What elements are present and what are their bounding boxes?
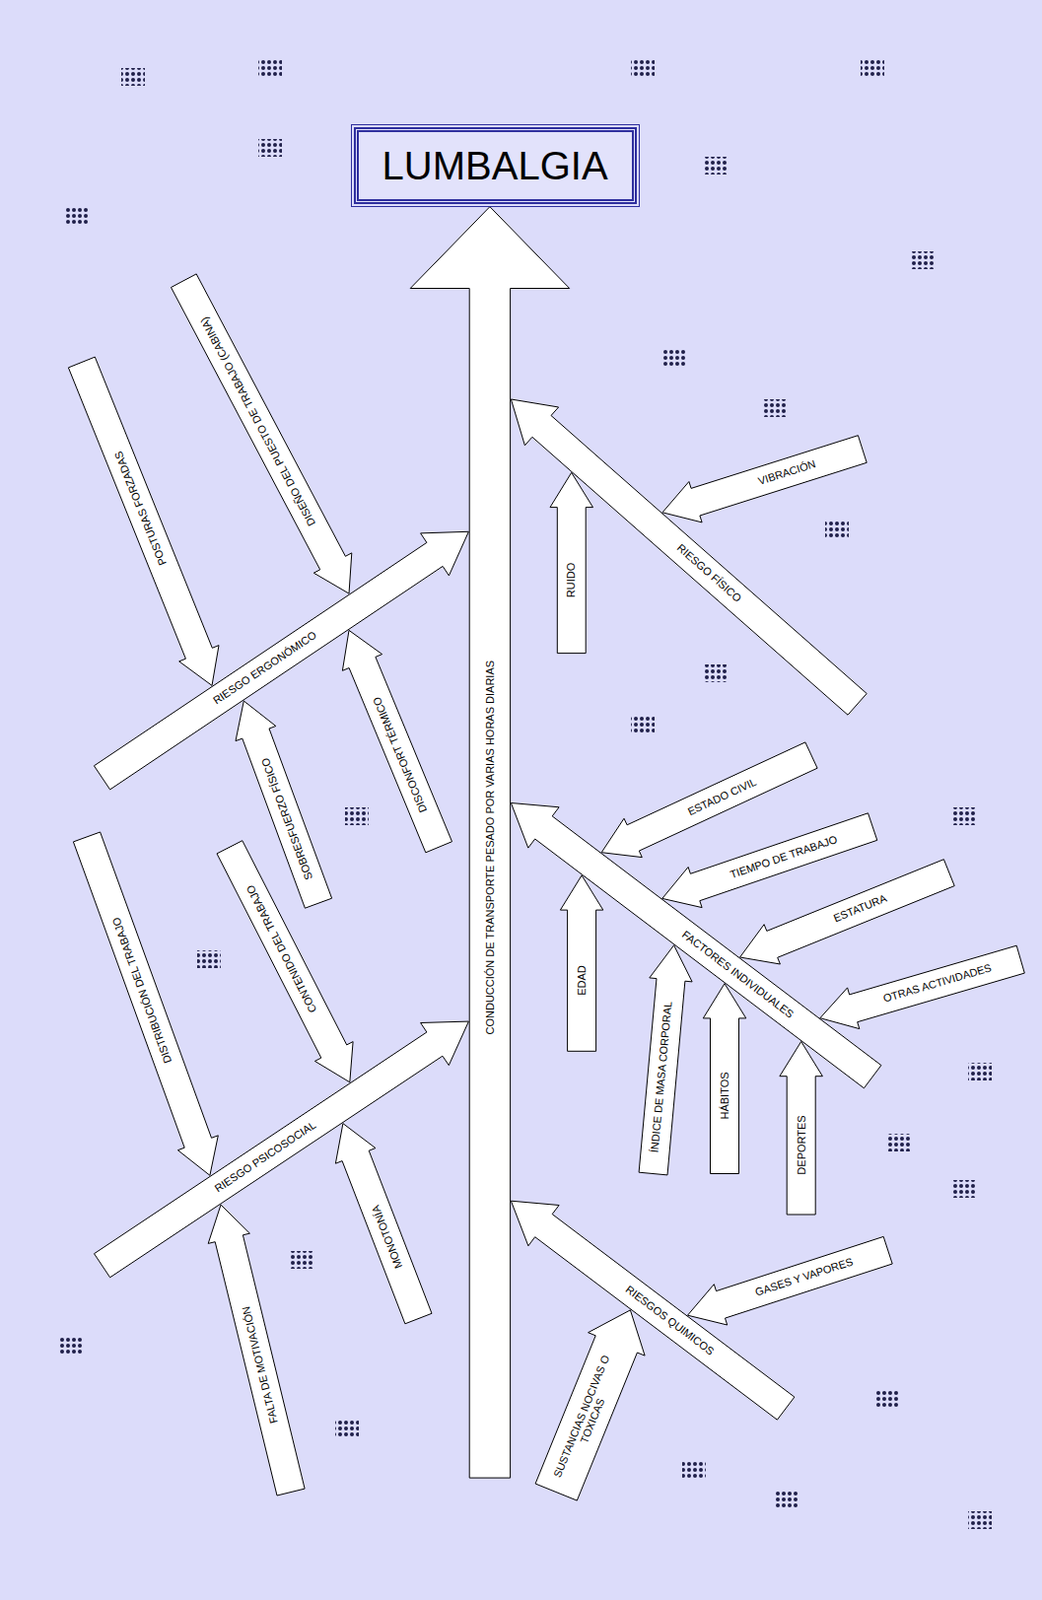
cause-arrow-label: HÁBITOS	[712, 1068, 738, 1124]
cause-arrow-label: MONOTONÍA	[361, 1197, 413, 1277]
cause-text: FALTA DE MOTIVACIÓN	[239, 1305, 279, 1425]
cause-text: RUIDO	[565, 562, 578, 598]
cause-text: MONOTONÍA	[369, 1203, 406, 1270]
arrow-connector	[208, 1204, 305, 1496]
cause-arrow-label: RIESGO PSICOSOCIAL	[205, 1111, 325, 1203]
arrow-connector	[342, 629, 452, 852]
arrow-connector	[601, 742, 818, 858]
cause-arrow-label: VIBRACIÓN	[751, 450, 824, 495]
effect-title-box: LUMBALGIA	[353, 127, 637, 205]
cause-text: ESTATURA	[832, 892, 889, 925]
arrow-connector	[510, 803, 882, 1089]
arrow-connector	[94, 1021, 470, 1278]
cause-text: VIBRACIÓN	[757, 458, 818, 488]
cause-arrow-label: RIESGOS QUIMICOS	[616, 1275, 723, 1365]
cause-text: RIESGO ERGONÓMICO	[210, 629, 319, 708]
arrow-connector	[638, 945, 693, 1176]
cause-text: GASES Y VAPORES	[754, 1255, 855, 1299]
cause-arrow-label: ESTATURA	[826, 885, 896, 933]
arrow-connector	[559, 875, 603, 1051]
cause-arrow-label: EDAD	[569, 961, 595, 1000]
cause-text: OTRAS ACTIVIDADES	[881, 962, 992, 1005]
cause-arrow-label: RIESGO FÍSICO	[667, 535, 751, 614]
arrow-connector	[68, 356, 219, 686]
arrow-connector	[820, 945, 1025, 1029]
arrow-connector	[335, 1123, 432, 1324]
arrow-connector	[510, 1200, 795, 1420]
cause-text: ESTADO CIVIL	[686, 775, 759, 818]
cause-text: EDAD	[575, 965, 588, 996]
cause-arrow-label: FACTORES INDIVIDUALES	[672, 920, 803, 1028]
arrow-connector	[740, 859, 956, 965]
cause-text: SOBRESFUERZO FÍSICO	[259, 756, 316, 882]
arrow-connector	[779, 1042, 824, 1216]
arrow-connector	[535, 1310, 645, 1501]
cause-text: RIESGO PSICOSOCIAL	[211, 1118, 318, 1195]
arrow-connector	[662, 813, 878, 908]
cause-text: HÁBITOS	[718, 1072, 731, 1120]
arrow-connector	[72, 832, 218, 1176]
cause-text: DEPORTES	[795, 1115, 808, 1176]
cause-arrow-label: ESTADO CIVIL	[680, 767, 765, 826]
cause-text: POSTURAS FORZADAS	[112, 449, 169, 567]
cause-arrow-label: GASES Y VAPORES	[748, 1249, 861, 1307]
cause-arrow-label: CONTENIDO DEL TRABAJO	[236, 877, 327, 1022]
arrow-connector	[662, 435, 867, 523]
cause-arrow-label: RIESGO ERGONÓMICO	[204, 622, 326, 715]
cause-arrow-label: RUIDO	[558, 558, 584, 602]
cause-arrow-label: OTRAS ACTIVIDADES	[876, 955, 999, 1013]
arrow-connector	[702, 983, 747, 1175]
cause-arrow-label: SUSTANCIAS NOCIVAS O TOXICAS	[540, 1342, 633, 1494]
cause-text: DISTRIBUCIÓN DEL TRABAJO	[110, 914, 175, 1064]
cause-text: CONTENIDO DEL TRABAJO	[244, 883, 320, 1015]
cause-arrow-label: ÍNDICE DE MASA CORPORAL	[642, 995, 683, 1158]
cause-text: CONDUCCIÓN DE TRANSPORTE PESADO POR VARI…	[484, 660, 496, 1036]
arrow-connector	[216, 840, 353, 1083]
cause-arrow-label: DISEÑO DEL PUESTO DE TRABAJO (CABINA)	[191, 308, 327, 535]
cause-text: TIEMPO DE TRABAJO	[728, 833, 839, 881]
effect-title: LUMBALGIA	[382, 143, 609, 188]
cause-arrow-label: POSTURAS FORZADAS	[104, 442, 176, 572]
cause-text: SUSTANCIAS NOCIVAS O TOXICAS	[549, 1349, 624, 1487]
cause-text: FACTORES INDIVIDUALES	[679, 928, 796, 1021]
cause-text: RIESGOS QUIMICOS	[623, 1283, 716, 1358]
cause-arrow-label: TIEMPO DE TRABAJO	[722, 826, 845, 889]
cause-text: RIESGO FÍSICO	[674, 542, 744, 606]
cause-text: DISCONFORT TÉRMICO	[371, 694, 430, 815]
dot-cluster	[59, 60, 992, 1529]
cause-arrow-label: DEPORTES	[788, 1111, 814, 1180]
cause-arrow-label: SOBRESFUERZO FÍSICO	[251, 750, 323, 888]
cause-arrow-label: DISCONFORT TÉRMICO	[363, 689, 437, 821]
arrow-connector	[171, 274, 352, 594]
cause-text: ÍNDICE DE MASA CORPORAL	[649, 1000, 676, 1154]
arrow-connector	[510, 399, 867, 715]
cause-arrow-label: DISTRIBUCIÓN DEL TRABAJO	[103, 909, 183, 1071]
arrow-connector	[550, 472, 594, 653]
arrow-connector	[688, 1236, 894, 1325]
cause-text: DISEÑO DEL PUESTO DE TRABAJO (CABINA)	[198, 315, 319, 529]
cause-arrow-label: FALTA DE MOTIVACIÓN	[232, 1300, 287, 1431]
spine-arrow-label: CONDUCCIÓN DE TRANSPORTE PESADO POR VARI…	[471, 656, 508, 1040]
